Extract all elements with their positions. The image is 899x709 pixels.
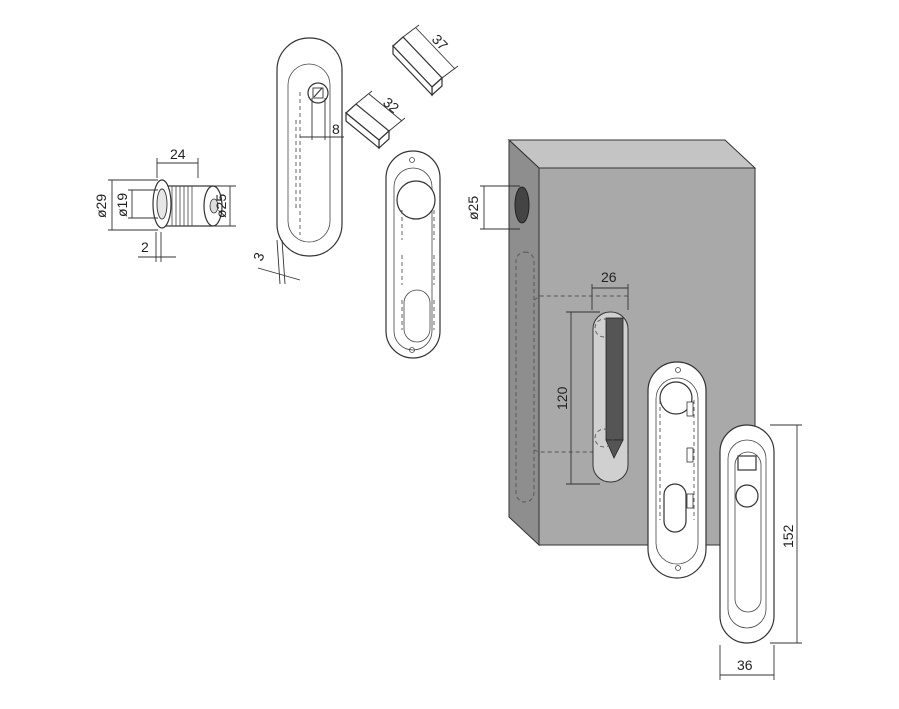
dim-sleeve-thread-diameter: ø25 xyxy=(213,194,229,218)
dim-cutout-width: 26 xyxy=(601,269,617,285)
threaded-sleeve-nut xyxy=(152,179,223,229)
handle-inserted-perspective xyxy=(647,361,707,579)
dim-handle-height: 152 xyxy=(780,524,796,548)
handle-back-view xyxy=(385,150,441,359)
dim-sleeve-length: 24 xyxy=(170,146,186,162)
dim-plate-thickness: 3 xyxy=(250,250,268,263)
sleeve-dimensions: 24 ø29 ø19 ø25 2 xyxy=(93,146,236,262)
dim-handle-width: 36 xyxy=(737,657,753,673)
door-top-face xyxy=(507,139,757,169)
dim-sleeve-inner-diameter: ø19 xyxy=(114,193,130,217)
dim-square-offset: 8 xyxy=(332,121,340,137)
door-panel: ø25 26 120 xyxy=(465,138,757,547)
dim-spindle-short: 32 xyxy=(380,94,402,116)
handle-front-view: 152 36 xyxy=(719,424,802,680)
door-bore-hole xyxy=(514,186,530,224)
dim-door-bore: ø25 xyxy=(465,196,481,220)
dim-sleeve-flange: 2 xyxy=(141,239,149,255)
dim-spindle-long: 37 xyxy=(429,31,451,53)
square-spindle-short: 32 xyxy=(345,90,406,150)
handle-plate-perspective: 3 8 xyxy=(250,37,344,285)
dim-cutout-height: 120 xyxy=(554,386,570,410)
square-spindle-long: 37 xyxy=(392,24,459,97)
dim-sleeve-outer-diameter: ø29 xyxy=(93,194,109,218)
